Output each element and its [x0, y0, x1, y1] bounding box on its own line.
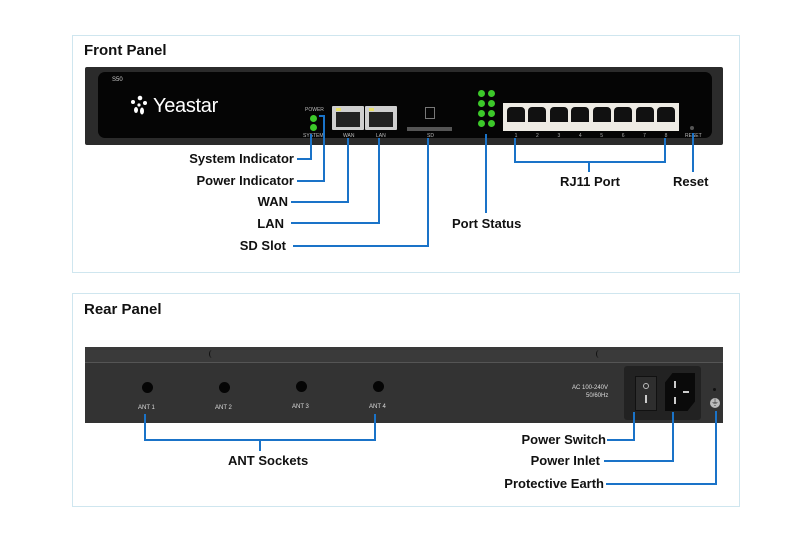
- ant-socket-1[interactable]: [142, 382, 153, 393]
- rj11-port[interactable]: [507, 107, 525, 122]
- power-rating-line1: AC 100-240V: [572, 385, 609, 391]
- inlet-pin: [683, 391, 689, 393]
- inlet-pin: [674, 397, 676, 404]
- port-status-led: [488, 100, 495, 107]
- port-status-leds: [478, 90, 495, 130]
- switch-off-mark: [643, 383, 649, 389]
- rj11-port[interactable]: [571, 107, 590, 122]
- lan-label: LAN: [376, 133, 386, 139]
- sd-slot[interactable]: [407, 127, 452, 131]
- rj11-number: 1: [514, 133, 518, 139]
- callout-power-inlet: Power Inlet: [530, 453, 600, 468]
- rj11-port-block: [503, 103, 679, 131]
- front-panel-title: Front Panel: [84, 42, 167, 59]
- callout-port-status: Port Status: [452, 216, 522, 231]
- rj11-port[interactable]: [635, 107, 654, 122]
- callout-line-system: [297, 134, 312, 160]
- rj11-number: 5: [600, 133, 604, 139]
- ant-label-4: ANT 4: [369, 404, 386, 410]
- sd-label: SD: [427, 133, 434, 139]
- callout-system-indicator: System Indicator: [189, 151, 294, 166]
- callout-power-switch: Power Switch: [521, 432, 606, 447]
- reset-button[interactable]: [690, 126, 694, 130]
- rear-device-chassis: [85, 347, 723, 423]
- lan-port[interactable]: [365, 106, 397, 130]
- rear-screw-left: [209, 350, 215, 358]
- rj11-port[interactable]: [528, 107, 547, 122]
- wan-activity-led: [336, 108, 341, 111]
- system-led-label: SYSTEM: [303, 133, 324, 139]
- lan-port-socket: [369, 112, 393, 127]
- ant-socket-4[interactable]: [373, 381, 384, 392]
- lan-activity-led: [369, 108, 374, 111]
- callout-line-power: [297, 115, 325, 182]
- rear-screw-right: [596, 350, 602, 358]
- rj11-number: 3: [557, 133, 561, 139]
- rj11-number: 7: [643, 133, 646, 139]
- port-status-led: [488, 120, 495, 127]
- wan-label: WAN: [343, 133, 355, 139]
- callout-line-lan: [291, 138, 380, 224]
- switch-on-mark: [645, 395, 647, 403]
- callout-line-power-switch: [607, 412, 635, 441]
- callout-power-indicator: Power Indicator: [196, 173, 294, 188]
- callout-line-ant: [144, 414, 376, 441]
- rj11-number: 2: [536, 133, 539, 139]
- power-switch[interactable]: [635, 376, 657, 411]
- callout-line-wan: [291, 138, 349, 203]
- sd-card-icon: [425, 107, 435, 119]
- model-label: S50: [112, 77, 123, 83]
- callout-reset: Reset: [673, 174, 709, 189]
- rj11-number: 8: [664, 133, 668, 139]
- callout-lan: LAN: [257, 216, 284, 231]
- rj11-numbers: 1 2 3 4 5 6 7 8: [507, 133, 675, 139]
- yeastar-logo-icon: [131, 95, 147, 115]
- port-status-led: [478, 90, 485, 97]
- inlet-pin: [674, 381, 676, 388]
- callout-line-sd: [293, 138, 429, 247]
- rj11-number: 6: [621, 133, 625, 139]
- ant-label-3: ANT 3: [292, 404, 309, 410]
- power-led: [310, 115, 317, 122]
- rj11-port[interactable]: [549, 107, 568, 122]
- ant-label-2: ANT 2: [215, 405, 232, 411]
- port-status-led: [488, 90, 495, 97]
- port-status-led: [478, 110, 485, 117]
- yeastar-logo: Yeastar: [128, 94, 218, 118]
- rj11-port[interactable]: [592, 107, 611, 122]
- callout-line-power-inlet: [604, 412, 674, 462]
- rj11-port[interactable]: [614, 107, 633, 122]
- callout-protective-earth: Protective Earth: [504, 476, 604, 491]
- callout-rj11-port: RJ11 Port: [560, 174, 620, 189]
- rear-top-edge: [85, 347, 723, 363]
- callout-wan: WAN: [257, 194, 288, 209]
- protective-earth-icon: ⏚: [710, 398, 720, 408]
- port-status-led: [488, 110, 495, 117]
- power-inlet[interactable]: [665, 373, 695, 411]
- rj11-number: 4: [578, 133, 582, 139]
- power-rating-line2: 50/60Hz: [586, 393, 609, 399]
- wan-port[interactable]: [332, 106, 364, 130]
- power-led-label: POWER: [305, 107, 324, 113]
- ant-label-1: ANT 1: [138, 405, 155, 411]
- callout-sd-slot: SD Slot: [239, 238, 286, 253]
- port-status-led: [478, 100, 485, 107]
- system-led: [310, 124, 317, 131]
- rear-panel-title: Rear Panel: [84, 301, 162, 318]
- callout-ant-sockets: ANT Sockets: [228, 453, 309, 468]
- port-status-led: [478, 120, 485, 127]
- ant-socket-2[interactable]: [219, 382, 230, 393]
- ant-socket-3[interactable]: [296, 381, 307, 392]
- wan-port-socket: [336, 112, 360, 127]
- brand-name: Yeastar: [153, 94, 218, 117]
- callout-line-earth: [606, 411, 717, 485]
- rj11-port[interactable]: [656, 107, 675, 122]
- earth-hole: [713, 388, 716, 391]
